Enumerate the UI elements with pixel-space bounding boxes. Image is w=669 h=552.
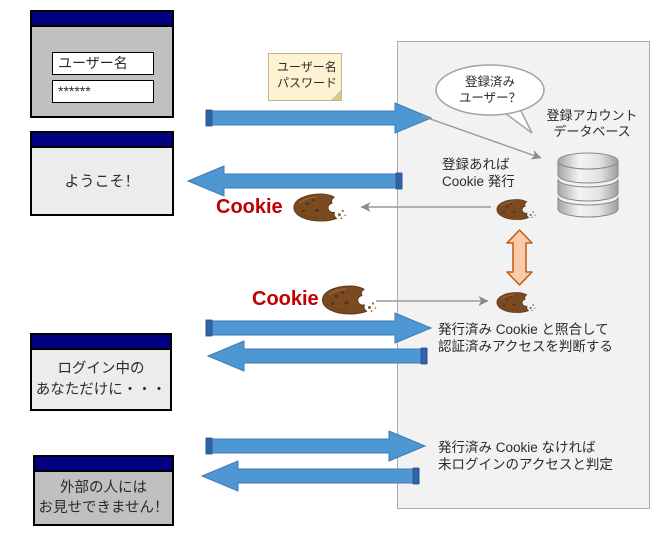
cookie-stored-icon (494, 291, 540, 314)
bubble-text: 登録済み ユーザー？ (434, 74, 546, 106)
password-value: ****** (58, 83, 91, 99)
bubble-line-2: ユーザー？ (458, 91, 522, 105)
cookie-issued-icon (494, 198, 540, 221)
reject-note-line-1: 発行済み Cookie なければ (438, 440, 596, 455)
speech-bubble-icon (435, 64, 545, 134)
bubble-line-1: 登録済み (464, 75, 515, 89)
issue-note-line-2: Cookie 発行 (442, 174, 515, 189)
arrow-left-auth-icon (206, 340, 428, 372)
arrow-right-auth-icon (205, 312, 433, 344)
window-login: ユーザー名 ****** (30, 10, 174, 118)
verify-note-line-2: 認証済みアクセスを判断する (438, 339, 613, 354)
arrow-left-welcome-icon (186, 165, 403, 197)
sticky-note: ユーザー名 パスワード (268, 53, 342, 101)
double-arrow-icon (506, 229, 533, 286)
denied-line-1: 外部の人には (60, 480, 147, 496)
arrow-right-nocookie-icon (205, 430, 427, 462)
username-value: ユーザー名 (58, 55, 128, 71)
denied-line-2: お見せできません！ (38, 500, 169, 516)
username-field: ユーザー名 (52, 52, 154, 75)
window-denied: 外部の人には お見せできません！ (33, 455, 174, 526)
cookie-sent-label: Cookie (252, 288, 319, 310)
database-label-line-2: データベース (553, 124, 631, 139)
loggedin-line-2: あなただけに・・・ (35, 381, 167, 398)
database-icon (557, 152, 619, 218)
reject-note-line-2: 未ログインのアクセスと判定 (438, 457, 613, 472)
verify-note-line-1: 発行済み Cookie と照合して (438, 322, 609, 337)
arrow-to-database-icon (421, 115, 542, 160)
window-loggedin: ログイン中の あなただけに・・・ (30, 333, 172, 411)
password-field: ****** (52, 80, 154, 103)
window-welcome: ようこそ！ (30, 131, 174, 216)
sticky-line-1: ユーザー名 (277, 60, 337, 74)
database-label-line-1: 登録アカウント (546, 108, 638, 123)
arrow-right-login-icon (205, 102, 433, 134)
welcome-text: ようこそ！ (64, 172, 140, 190)
cookie-received-label: Cookie (216, 196, 283, 218)
arrow-left-denied-icon (200, 460, 420, 492)
loggedin-line-1: ログイン中の (57, 360, 145, 377)
arrow-issue-cookie-icon (360, 202, 491, 212)
cookie-received-icon (291, 192, 351, 223)
issue-note: 登録あれば Cookie 発行 (442, 156, 515, 190)
window-loggedin-titlebar (32, 335, 170, 350)
verify-note: 発行済み Cookie と照合して 認証済みアクセスを判断する (438, 321, 613, 355)
issue-note-line-1: 登録あれば (442, 157, 510, 172)
database-label: 登録アカウント データベース (543, 108, 641, 140)
window-login-titlebar (32, 12, 172, 27)
arrow-send-cookie-icon (376, 296, 489, 306)
reject-note: 発行済み Cookie なければ 未ログインのアクセスと判定 (438, 439, 613, 473)
window-welcome-titlebar (32, 133, 172, 148)
sticky-line-2: パスワード (277, 76, 338, 90)
window-denied-titlebar (35, 457, 172, 472)
sticky-fold-corner (331, 90, 341, 100)
